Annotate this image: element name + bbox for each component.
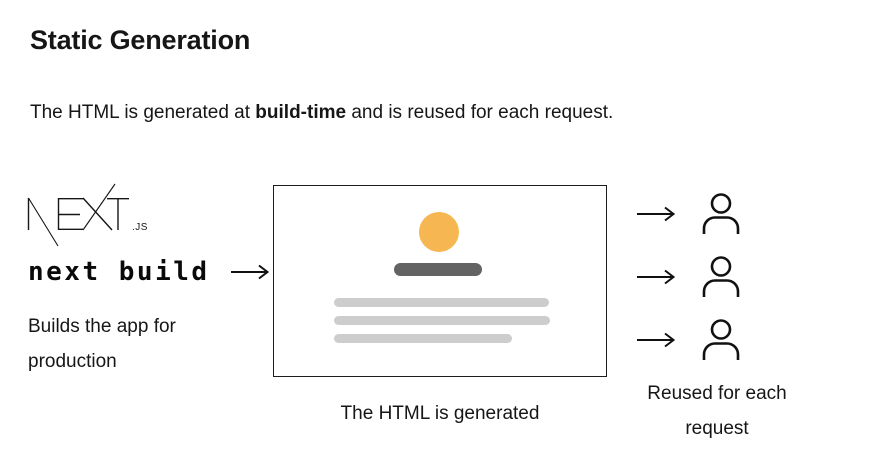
text-line-placeholder bbox=[334, 298, 549, 307]
intro-suffix: and is reused for each request. bbox=[346, 102, 614, 123]
arrow-right-icon bbox=[637, 206, 676, 222]
text-line-placeholder bbox=[334, 334, 512, 343]
build-command: next build bbox=[28, 257, 210, 287]
arrow-right-icon bbox=[230, 264, 269, 280]
html-page-preview bbox=[273, 185, 607, 377]
build-command-row: next build bbox=[28, 256, 274, 288]
arrow-right-icon bbox=[637, 332, 676, 348]
page-title: Static Generation bbox=[30, 25, 251, 55]
intro-prefix: The HTML is generated at bbox=[30, 102, 256, 123]
nextjs-logo-suffix: .JS bbox=[132, 222, 148, 233]
request-row bbox=[636, 256, 740, 298]
user-icon bbox=[702, 256, 740, 297]
user-icon bbox=[702, 193, 740, 234]
request-row bbox=[636, 193, 740, 235]
intro-emphasis: build-time bbox=[255, 102, 347, 123]
request-rows bbox=[636, 193, 740, 361]
nextjs-logo-icon: .JS bbox=[27, 183, 148, 247]
avatar-placeholder bbox=[419, 212, 459, 252]
heading-placeholder bbox=[394, 263, 482, 276]
requests-caption: Reused for each request bbox=[647, 383, 787, 439]
user-icon bbox=[702, 319, 740, 360]
request-row bbox=[636, 319, 740, 361]
arrow-right-icon bbox=[637, 269, 676, 285]
intro-text: The HTML is generated at build-time and … bbox=[30, 102, 613, 124]
build-description: Builds the app for production bbox=[28, 316, 176, 372]
text-line-placeholder bbox=[334, 316, 550, 325]
preview-caption: The HTML is generated bbox=[340, 403, 540, 424]
